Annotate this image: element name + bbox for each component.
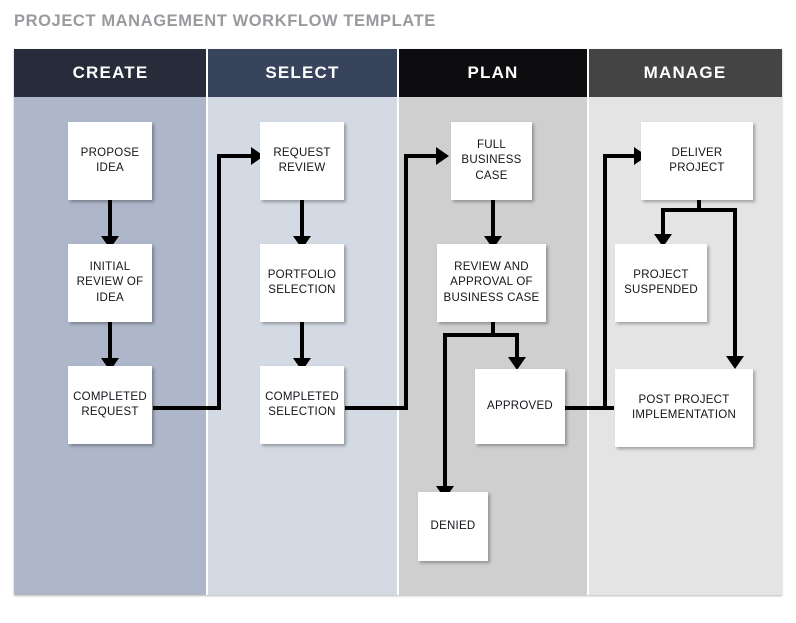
- connector-review-split-stem: [491, 322, 495, 337]
- arrowhead-review-to-approved: [508, 357, 526, 370]
- lane-header-select: SELECT: [207, 49, 398, 97]
- connector-completed-request-right: [153, 406, 221, 410]
- node-full-business-case-label: FULL BUSINESS CASE: [461, 138, 522, 182]
- connector-initial-to-completed-request: [108, 322, 112, 364]
- node-approved[interactable]: APPROVED: [475, 369, 565, 444]
- connector-into-deliver-project: [603, 154, 636, 158]
- connector-review-to-approved: [515, 333, 519, 363]
- lane-header-plan-label: PLAN: [467, 63, 519, 82]
- node-post-project-implementation-label: POST PROJECT IMPLEMENTATION: [631, 393, 737, 422]
- node-completed-selection-label: COMPLETED SELECTION: [265, 390, 339, 419]
- node-portfolio-selection-label: PORTFOLIO SELECTION: [267, 268, 337, 297]
- workflow-board: CREATE SELECT PLAN MANAGE: [14, 49, 782, 595]
- lane-header-plan: PLAN: [398, 49, 588, 97]
- node-propose-idea-label: PROPOSE IDEA: [80, 146, 140, 175]
- node-review-and-approval-of-business-case-label: REVIEW AND APPROVAL OF BUSINESS CASE: [443, 260, 540, 304]
- lane-separator-1: [206, 49, 208, 595]
- connector-completed-selection-right: [345, 406, 408, 410]
- node-post-project-implementation[interactable]: POST PROJECT IMPLEMENTATION: [615, 369, 753, 447]
- connector-into-full-business-case: [404, 154, 438, 158]
- lane-header-create-label: CREATE: [72, 63, 149, 82]
- connector-propose-to-initial: [108, 200, 112, 242]
- arrowhead-deliver-to-post-project: [726, 356, 744, 369]
- connector-full-case-to-review: [491, 200, 495, 242]
- lane-header-manage-label: MANAGE: [643, 63, 727, 82]
- node-request-review-label: REQUEST REVIEW: [273, 146, 331, 175]
- node-project-suspended-label: PROJECT SUSPENDED: [624, 268, 698, 297]
- node-portfolio-selection[interactable]: PORTFOLIO SELECTION: [260, 244, 344, 322]
- lane-header-select-label: SELECT: [265, 63, 340, 82]
- connector-review-to-denied: [443, 333, 447, 491]
- page-title: PROJECT MANAGEMENT WORKFLOW TEMPLATE: [14, 12, 436, 30]
- connector-approved-up: [603, 154, 607, 410]
- connector-deliver-to-suspended: [661, 208, 665, 239]
- connector-completed-selection-up: [404, 154, 408, 410]
- connector-deliver-to-post-project: [733, 208, 737, 361]
- connector-request-review-to-portfolio: [300, 200, 304, 242]
- node-completed-request[interactable]: COMPLETED REQUEST: [68, 366, 152, 444]
- connector-completed-request-up: [217, 154, 221, 410]
- connector-into-request-review: [217, 154, 253, 158]
- node-denied[interactable]: DENIED: [418, 492, 488, 561]
- node-initial-review-of-idea[interactable]: INITIAL REVIEW OF IDEA: [68, 244, 152, 322]
- node-completed-selection[interactable]: COMPLETED SELECTION: [260, 366, 344, 444]
- connector-review-split-bar: [443, 333, 519, 337]
- node-approved-label: APPROVED: [487, 399, 553, 412]
- node-initial-review-of-idea-label: INITIAL REVIEW OF IDEA: [76, 260, 144, 304]
- node-review-and-approval-of-business-case[interactable]: REVIEW AND APPROVAL OF BUSINESS CASE: [437, 244, 546, 322]
- connector-deliver-split-bar: [661, 208, 737, 212]
- lane-separator-2: [397, 49, 399, 595]
- node-completed-request-label: COMPLETED REQUEST: [73, 390, 147, 419]
- connector-deliver-split-stem: [697, 200, 701, 212]
- node-project-suspended[interactable]: PROJECT SUSPENDED: [615, 244, 707, 322]
- arrowhead-deliver-to-suspended: [654, 234, 672, 247]
- node-denied-label: DENIED: [430, 519, 476, 532]
- node-propose-idea[interactable]: PROPOSE IDEA: [68, 122, 152, 200]
- lane-header-create: CREATE: [14, 49, 207, 97]
- node-deliver-project[interactable]: DELIVER PROJECT: [641, 122, 753, 200]
- connector-approved-right: [565, 406, 614, 410]
- lane-header-manage: MANAGE: [588, 49, 782, 97]
- lane-separator-3: [587, 49, 589, 595]
- node-request-review[interactable]: REQUEST REVIEW: [260, 122, 344, 200]
- connector-portfolio-to-completed-selection: [300, 322, 304, 364]
- arrowhead-into-full-business-case: [436, 147, 449, 165]
- node-full-business-case[interactable]: FULL BUSINESS CASE: [451, 122, 532, 200]
- node-deliver-project-label: DELIVER PROJECT: [669, 146, 725, 175]
